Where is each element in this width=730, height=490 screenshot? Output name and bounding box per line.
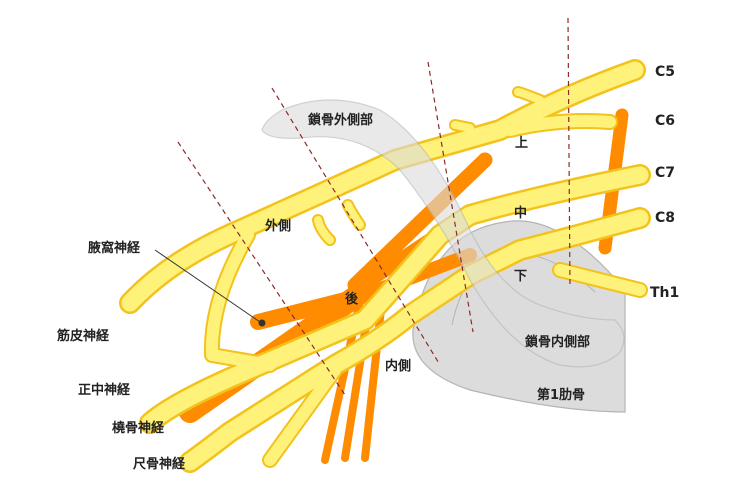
root-label-c8: C8 — [655, 210, 675, 226]
root-label-c7: C7 — [655, 165, 675, 181]
median-lateral-root — [205, 229, 276, 371]
axillary-nerve — [250, 292, 353, 330]
nerve-label-median: 正中神経 — [78, 382, 131, 398]
lateral-cord-branch-2 — [344, 201, 364, 229]
axillary-leader — [154, 249, 266, 327]
nerve-label-musculocutaneous: 筋皮神経 — [56, 328, 110, 344]
middle-trunk-median-nerve — [141, 166, 649, 432]
zone-guide-lines — [177, 17, 571, 396]
c6-root — [504, 115, 616, 136]
bone-label-clavicle-lateral: 鎖骨外側部 — [308, 112, 373, 128]
cord-label-medial: 内側 — [385, 358, 411, 374]
root-label-c5: C5 — [655, 64, 675, 80]
posterior-division-upper — [347, 152, 493, 293]
trunk-label-middle: 中 — [514, 205, 527, 221]
upper-trunk-branch-a — [514, 88, 544, 104]
axillary-point — [258, 319, 266, 327]
bone-label-first-rib: 第1肋骨 — [537, 387, 585, 403]
root-label-c6: C6 — [655, 113, 675, 129]
nerve-label-ulnar: 尺骨神経 — [133, 456, 186, 472]
lateral-cord-branch-1 — [314, 216, 334, 244]
trunk-label-upper: 上 — [515, 136, 528, 151]
cord-label-lateral: 外側 — [264, 218, 291, 234]
cord-label-posterior: 後 — [345, 291, 359, 307]
bone-label-clavicle-medial: 鎖骨内側部 — [525, 334, 590, 350]
nerve-fill-layer — [121, 61, 649, 471]
root-label-th1: Th1 — [650, 285, 679, 301]
th1-root — [554, 264, 646, 296]
clavicle — [261, 99, 625, 368]
upper-trunk-lateral-cord — [121, 61, 644, 312]
nerve-label-axillary: 腋窩神経 — [88, 240, 141, 256]
nerve-label-radial: 橈骨神経 — [112, 420, 165, 436]
upper-trunk-branch-b — [451, 121, 474, 132]
lower-trunk-ulnar-nerve — [181, 209, 649, 471]
medial-cord-branch — [264, 364, 341, 466]
trunk-label-lower: 下 — [514, 269, 527, 284]
